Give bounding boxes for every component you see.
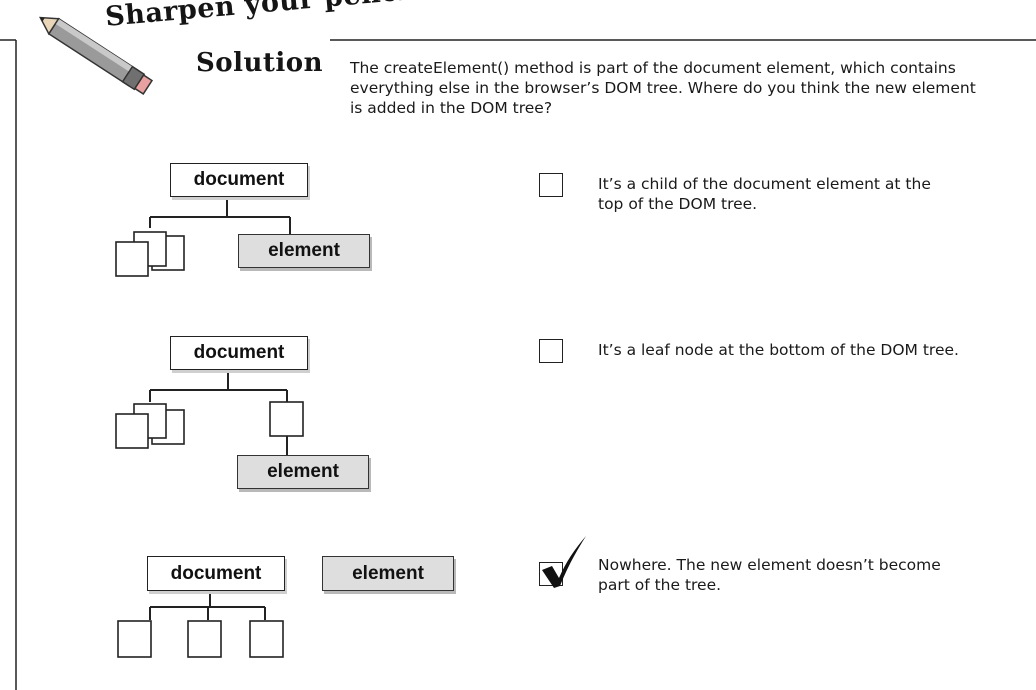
banner-subtitle: Solution [196, 48, 324, 78]
sharpen-pencil-banner: Sharpen your pencil Solution [14, 0, 421, 110]
answer-text-1: It’s a child of the document element at … [598, 175, 931, 213]
document-node: document [147, 556, 285, 591]
document-node: document [170, 336, 308, 370]
checkmark-icon [542, 536, 586, 588]
element-node: element [322, 556, 454, 591]
tree-node-box [187, 620, 222, 658]
document-node: document [170, 163, 308, 197]
pencil-icon [38, 16, 154, 95]
answer-checkbox-1[interactable] [539, 173, 563, 197]
tree-node-box [115, 241, 149, 277]
tree-node-box [249, 620, 284, 658]
intro-question: The createElement() method is part of th… [350, 59, 976, 117]
tree-node-box [117, 620, 152, 658]
answer-checkbox-2[interactable] [539, 339, 563, 363]
answer-text-2: It’s a leaf node at the bottom of the DO… [598, 341, 959, 359]
tree-node-box [115, 413, 149, 449]
element-node: element [237, 455, 369, 489]
answer-text-3: Nowhere. The new element doesn’t become … [598, 556, 941, 594]
tree-node-box [269, 401, 304, 437]
element-node: element [238, 234, 370, 268]
